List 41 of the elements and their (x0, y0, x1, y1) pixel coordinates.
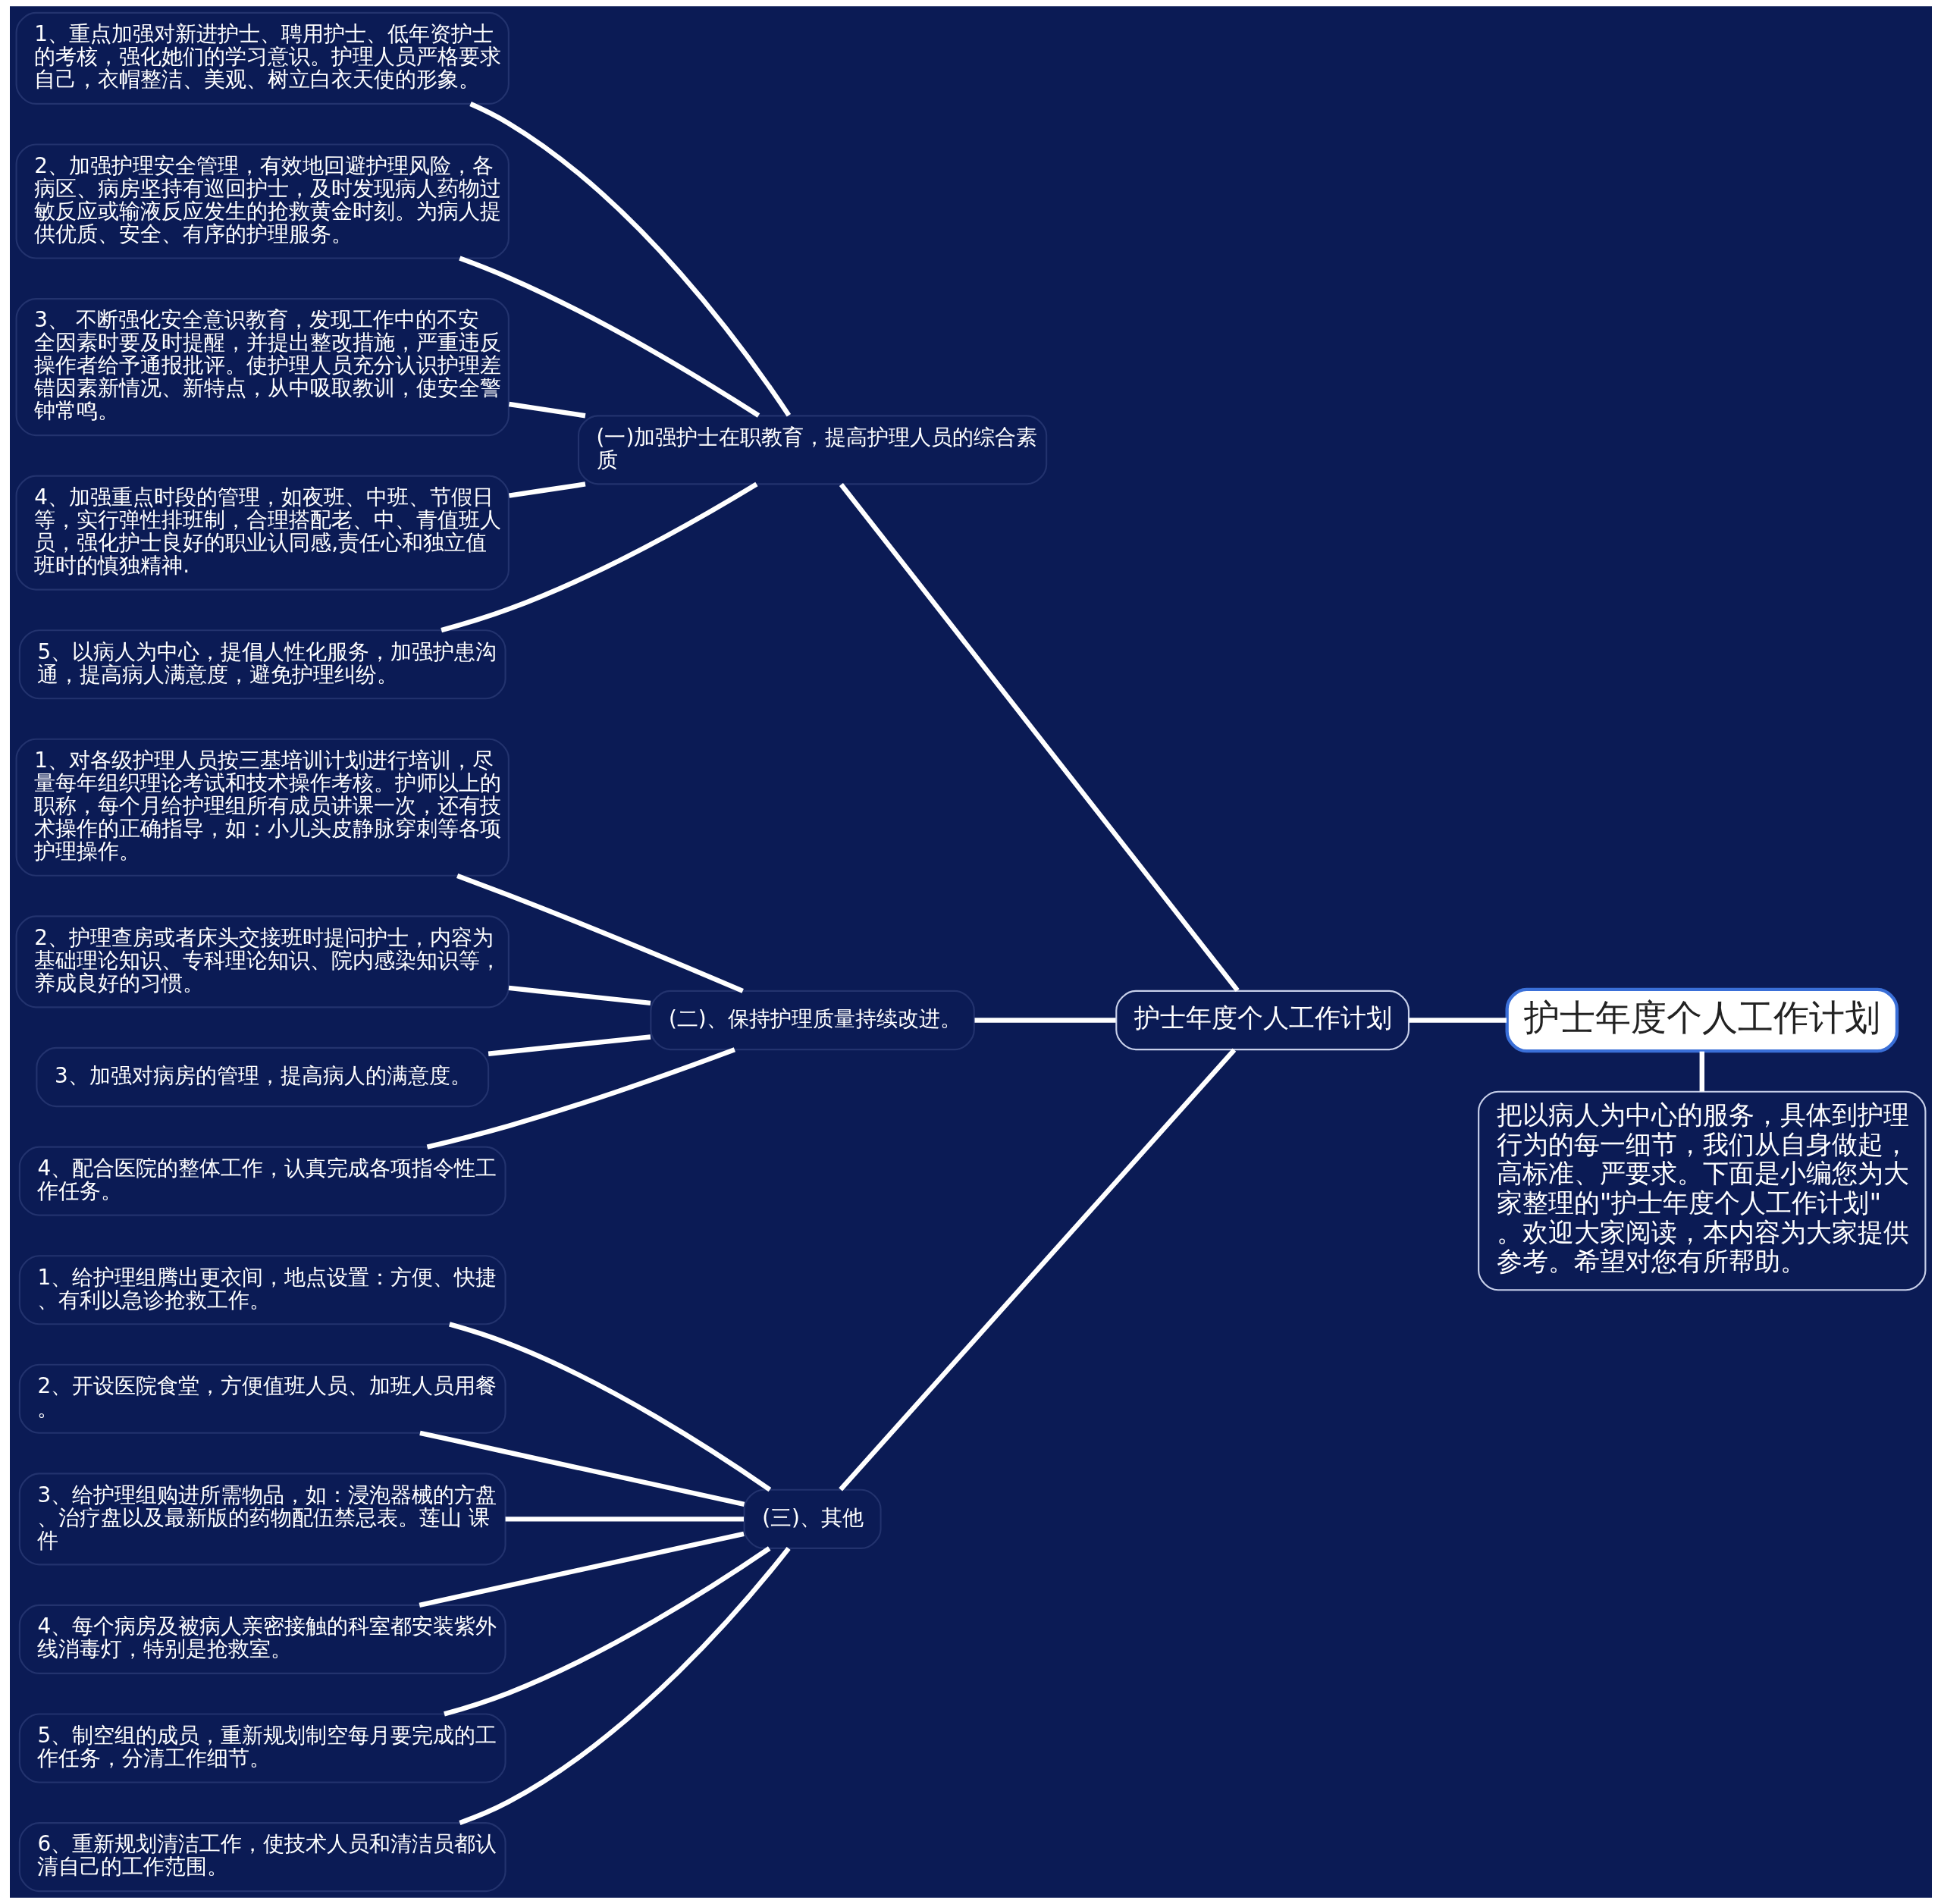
node-box: (一)加强护士在职教育，提高护理人员的综合素质 (577, 415, 1047, 485)
connector (458, 256, 760, 418)
node-box: 2、加强护理安全管理，有效地回避护理风险，各病区、病房坚持有巡回护士，及时发现病人药物过敏反应或输液反应发生的抢救黄金时刻。为病人提供优质、安全、有序的护理服务。 (15, 143, 510, 259)
connector (458, 1547, 791, 1825)
connector (839, 482, 1240, 993)
connector (448, 1322, 771, 1492)
connector (508, 481, 585, 498)
node-box: (三)、其他 (743, 1488, 882, 1549)
connector (1408, 1018, 1507, 1023)
node-box: 4、配合医院的整体工作，认真完成各项指令性工作任务。 (18, 1146, 506, 1216)
connector (505, 1517, 744, 1522)
node-box: 护士年度个人工作计划 (1115, 990, 1409, 1051)
node-box: 4、每个病房及被病人亲密接触的科室都安装紫外线消毒灯，特别是抢救室。 (18, 1604, 506, 1674)
node-box: (二)、保持护理质量持续改进。 (649, 990, 975, 1051)
connector (838, 1048, 1236, 1492)
connector (488, 1034, 651, 1056)
connector (440, 481, 758, 633)
connector (508, 401, 585, 419)
connector (469, 102, 791, 417)
connector (508, 985, 651, 1006)
node-box: 2、开设医院食堂，方便值班人员、加班人员用餐。 (18, 1363, 506, 1434)
connector (443, 1546, 770, 1717)
node-box: 4、加强重点时段的管理，如夜班、中班、节假日等，实行弹性排班制，合理搭配老、中、青值班人员，强化护士良好的职业认同感,责任心和独立值班时的慎独精神. (15, 475, 510, 591)
node-box: 3、 不断强化安全意识教育，发现工作中的不安全因素时要及时提醒，并提出整改措施，严重违反操作者给予通报批评。使护理人员充分认识护理差错因素新情况、新特点，从中吸取教训，使安全警钟常鸣。 (15, 298, 510, 437)
node-box: 5、以病人为中心，提倡人性化服务，加强护患沟通，提高病人满意度，避免护理纠纷。 (18, 629, 506, 700)
node-box: 3、给护理组购进所需物品，如：浸泡器械的方盘、治疗盘以及最新版的药物配伍禁忌表。莲山 课件 (18, 1473, 506, 1566)
connector (456, 873, 744, 993)
node-box: 1、给护理组腾出更衣间，地点设置：方便、快捷、有利以急诊抢救工作。 (18, 1255, 506, 1325)
connector (426, 1047, 735, 1150)
node-box: 护士年度个人工作计划 (1505, 987, 1899, 1053)
node-box: 6、重新规划清洁工作，使技术人员和清洁员都认清自己的工作范围。 (18, 1822, 506, 1893)
node-box: 2、护理查房或者床头交接班时提问护士，内容为基础理论知识、专科理论知识、院内感染知识等，养成良好的习惯。 (15, 915, 510, 1008)
node-box: 5、制空组的成员，重新规划制空每月要完成的工作任务，分清工作细节。 (18, 1713, 506, 1783)
connector (419, 1531, 745, 1608)
node-box: 3、加强对病房的管理，提高病人的满意度。 (35, 1046, 489, 1108)
connector (974, 1018, 1116, 1023)
node-box: 1、对各级护理人员按三基培训计划进行培训，尽量每年组织理论考试和技术操作考核。护师以上的职称，每个月给护理组所有成员讲课一次，还有技术操作的正确指导，如：小儿头皮静脉穿刺等各项护理操作。 (15, 738, 510, 877)
connector (1699, 1051, 1704, 1092)
connector (419, 1430, 745, 1507)
node-box: 把以病人为中心的服务，具体到护理行为的每一细节，我们从自身做起，高标准、严要求。下面是小编您为大家整理的"护士年度个人工作计划"。欢迎大家阅读，本内容为大家提供参考。希望对您有所帮助。 (1477, 1090, 1926, 1291)
node-box: 1、重点加强对新进护士、聘用护士、低年资护士的考核，强化她们的学习意识。护理人员严格要求自己，衣帽整洁、美观、树立白衣天使的形象。 (15, 11, 510, 105)
